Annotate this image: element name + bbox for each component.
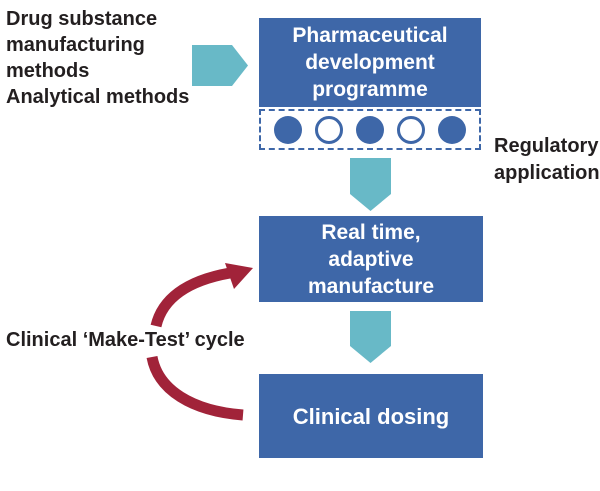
milestone-circle: [356, 115, 384, 144]
milestone-tray: [259, 109, 481, 150]
box-pharmaceutical-development: Pharmaceutical development programme: [259, 18, 481, 107]
regulatory-application-label: Regulatory application: [494, 135, 600, 184]
milestone-circle: [274, 115, 302, 144]
milestone-circle: [397, 115, 425, 144]
box-real-time-adaptive-manufacture: Real time, adaptive manufacture: [259, 216, 483, 302]
milestone-circle: [438, 115, 466, 144]
cycle-arrow-icon: [146, 263, 253, 421]
flow-arrow-right-icon: [192, 45, 248, 86]
make-test-cycle-label: Clinical ‘Make-Test’ cycle: [6, 329, 245, 351]
milestone-circle: [315, 115, 343, 144]
box-clinical-dosing: Clinical dosing: [259, 374, 483, 458]
flow-arrow-down-icon: [350, 311, 391, 363]
flow-arrow-down-icon: [350, 158, 391, 211]
inputs-label: Drug substance manufacturing methods Ana…: [6, 8, 190, 108]
